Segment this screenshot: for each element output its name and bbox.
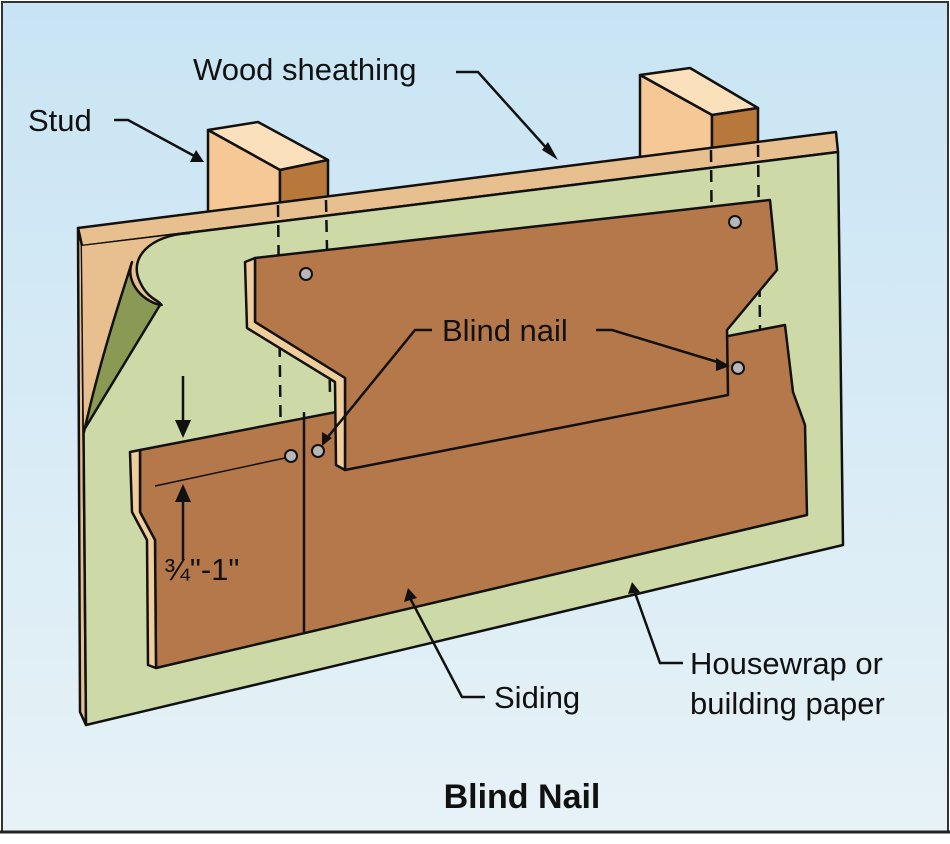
stud-label: Stud [28,103,92,138]
leader-lines [114,70,730,699]
housewrap-label-line1: Housewrap or [690,646,883,681]
nail-head [299,267,313,281]
housewrap-label-line2: building paper [690,686,885,721]
peeled-corner [82,260,162,434]
dimension-label: ¾"-1" [164,552,239,587]
dimension-marker [175,376,191,560]
blind-nail-label: Blind nail [442,313,568,348]
nail-head [284,449,298,463]
nail-head [728,215,742,229]
nail-heads [284,215,745,463]
diagram-title: Blind Nail [444,778,601,816]
siding-upper-board [243,198,779,472]
nail-head [731,361,745,375]
wood-sheathing-label: Wood sheathing [193,52,416,87]
siding-label: Siding [494,680,580,715]
nail-head [311,444,325,458]
